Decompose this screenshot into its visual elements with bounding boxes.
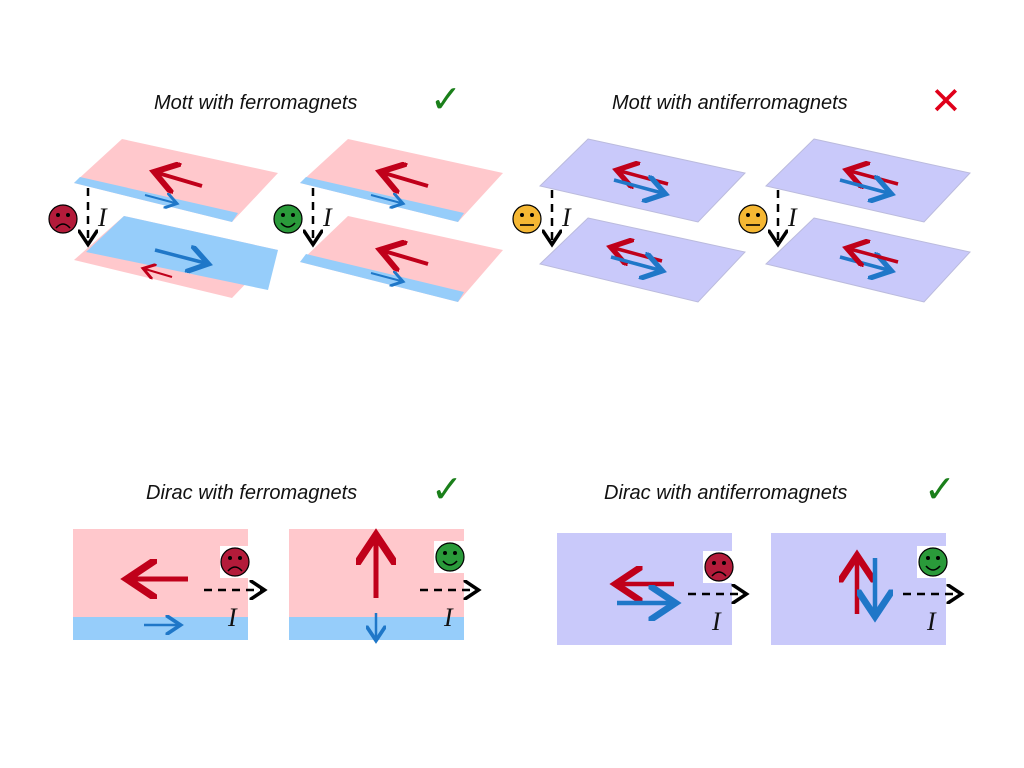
minority-arrow [144,195,175,203]
layer-box-sad: I [557,533,744,645]
ferro-layer [73,529,248,617]
layer-stack-happy: I [273,139,503,302]
checkmark-icon: ✓ [924,467,956,511]
magnetization-arrow [384,173,429,186]
layer-stack-neutral: I [512,138,746,303]
bottom-layer [538,217,746,303]
current-label: I [926,607,937,636]
layer-box-happy: I [771,533,959,645]
minority-arrow [145,269,173,277]
layer-stack-sad: I [48,139,278,298]
current-label: I [711,607,722,636]
antiferro-layer [557,533,732,645]
minority-arrow [370,195,401,203]
bottom-majority-layer [86,216,278,290]
current-label: I [443,603,454,632]
panel-dirac-ferromagnets: Dirac with ferromagnets ✓ I [73,467,476,640]
sublattice-arrow [850,249,899,262]
magnetization-arrow [154,250,205,263]
panel-title: Dirac with antiferromagnets [604,482,847,504]
neutral-face-icon [738,204,768,234]
happy-face-icon [918,547,948,577]
current-label: I [787,203,798,232]
magnetization-arrow [158,173,203,186]
magnetization-arrow [384,251,429,264]
panel-mott-ferromagnets: Mott with ferromagnets ✓ I [48,77,503,302]
panel-title: Dirac with ferromagnets [146,482,357,504]
happy-face-icon [273,204,303,234]
checkmark-icon: ✓ [430,77,462,121]
current-label: I [322,203,333,232]
top-layer [538,138,746,223]
layer-box-happy: I [289,529,476,640]
bottom-minority-layer [300,254,464,302]
sad-face-icon [704,552,734,582]
sad-face-icon [48,204,78,234]
neutral-face-icon [512,204,542,234]
happy-face-icon [435,542,465,572]
checkmark-icon: ✓ [431,467,463,511]
layer-stack-neutral: I [738,138,971,303]
minority-arrow [370,273,401,281]
current-label: I [561,203,572,232]
sublattice-arrow [610,257,659,270]
panel-mott-antiferromagnets: Mott with antiferromagnets ✕ I [512,79,971,303]
panel-title: Mott with ferromagnets [154,92,357,114]
top-minority-layer [300,177,464,222]
top-minority-layer [74,177,238,222]
minority-layer [73,617,248,640]
sublattice-arrow [613,180,662,193]
sad-face-icon [220,547,250,577]
current-label: I [227,603,238,632]
panel-dirac-antiferromagnets: Dirac with antiferromagnets ✓ I [557,467,959,645]
current-label: I [97,203,108,232]
layer-box-sad: I [73,529,262,640]
cross-icon: ✕ [930,79,962,123]
sublattice-arrow [839,180,888,193]
panel-title: Mott with antiferromagnets [612,92,848,114]
